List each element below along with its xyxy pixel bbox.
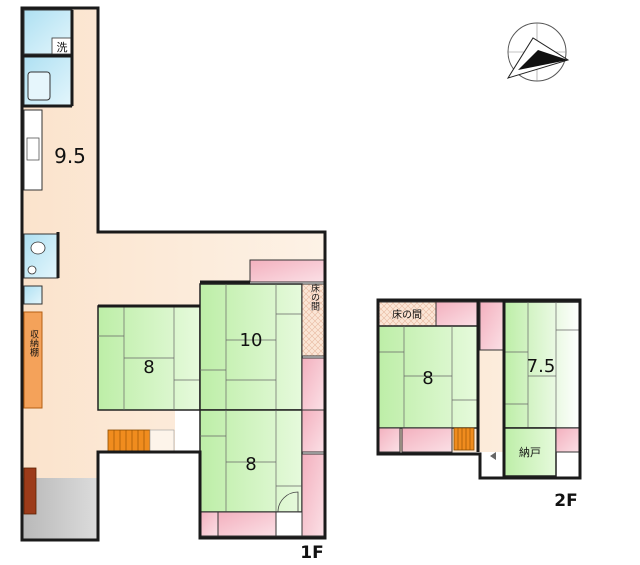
tatami-south-label: 8 (245, 454, 256, 475)
tatami-center-label: 10 (240, 330, 263, 351)
tokonoma-2f-label: 床の間 (392, 308, 422, 321)
floor-1f: 洗 9.5 収納棚 8 10 床の間 (20, 6, 327, 563)
closet-2f-west-a (377, 427, 401, 453)
floor-1f-label: 1F (300, 543, 323, 563)
tatami-south-mats (200, 410, 302, 512)
storage-shelf (23, 311, 43, 409)
tokonoma-1f-label: 床の間 (309, 282, 320, 311)
toilet-icon (30, 241, 46, 255)
sink-icon (26, 137, 40, 161)
floor-2f-label: 2F (554, 491, 577, 511)
washbasin-icon (27, 265, 37, 275)
closet-1f-south-c (275, 511, 303, 537)
compass-north-arrow-icon (506, 22, 570, 82)
stairs-2f-steps (457, 428, 471, 450)
tatami-2f-west-mats (378, 326, 478, 428)
nando-closet (503, 427, 557, 477)
closet-1f-south-a (199, 511, 219, 537)
tatami-2f-west-label: 8 (422, 368, 433, 389)
closet-1f-east-c (301, 453, 325, 537)
nando-label: 納戸 (519, 446, 541, 459)
closet-1f-south-b (217, 511, 277, 537)
storage-label: 収納棚 (28, 328, 39, 357)
tatami-west-label: 8 (143, 357, 154, 378)
walls-1f (20, 6, 327, 542)
washroom-label: 洗 (57, 41, 68, 54)
closet-1f-north (249, 259, 325, 283)
corridor-arrow-icon (490, 452, 496, 460)
small-sink-room (23, 285, 43, 305)
closet-1f-east-a (301, 357, 325, 411)
floor-2f: 床の間 8 7.5 納戸 (376, 298, 582, 511)
shoe-cabinet (23, 467, 37, 515)
bathtub-icon (27, 71, 51, 101)
walls-2f (376, 298, 582, 480)
stairs-1f-steps (113, 430, 145, 452)
closet-2f-north (435, 301, 479, 327)
door-swing-icon (277, 491, 299, 513)
tatami-2f-east-mats (504, 302, 580, 428)
tatami-west-mats (98, 306, 200, 410)
closet-2f-west-b (401, 427, 453, 453)
stairs-2f (453, 427, 475, 451)
stairs-1f-landing (149, 429, 175, 453)
tatami-room-south (199, 409, 303, 513)
closet-2f-center (479, 301, 505, 351)
closet-1f-east-b (301, 409, 325, 453)
ldk-size-label: 9.5 (54, 144, 86, 168)
tatami-room-2f-east (503, 301, 581, 429)
tatami-2f-east-label: 7.5 (527, 356, 556, 377)
closet-2f-east (555, 427, 581, 453)
tatami-center-mats (200, 284, 302, 410)
